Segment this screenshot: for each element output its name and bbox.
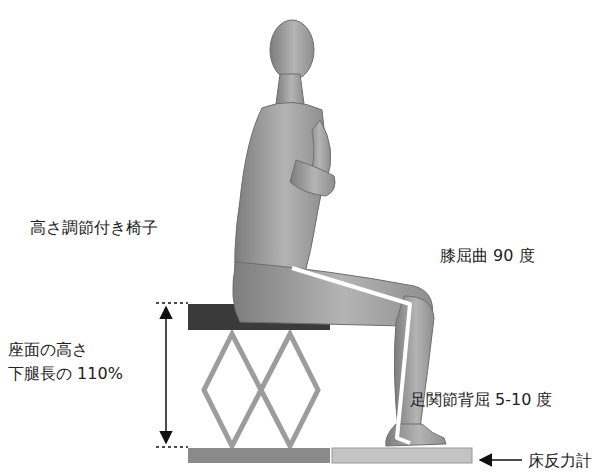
joint-angle-lines [292,268,410,443]
force-plate-left [188,448,330,463]
chair-label: 高さ調節付き椅子 [30,216,158,240]
angle-label: 足関節背屈 5-10 度 [410,388,552,412]
scissor-lift [204,334,318,446]
force-plate-right [332,448,472,463]
seated-figure [233,20,446,446]
angle-label: 膝屈曲 90 度 [440,244,535,268]
device-label: 床反力計 [528,449,592,473]
height-dimension [156,303,188,447]
dimension-label: 座面の高さ 下腿長の 110% [8,338,136,386]
plate-leader [480,459,522,461]
